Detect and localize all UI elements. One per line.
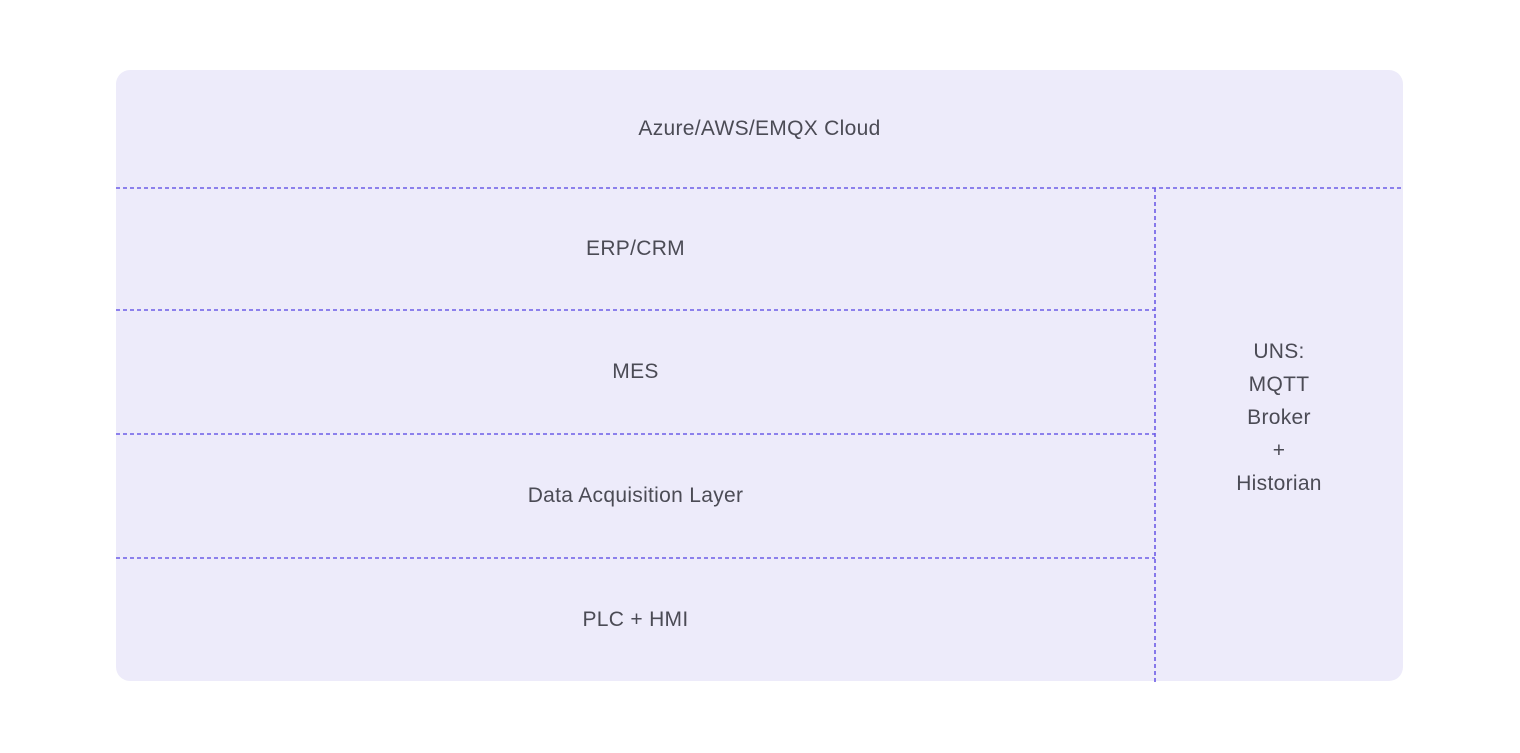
layer-mes-label: MES — [612, 360, 659, 383]
layer-plc-hmi: PLC + HMI — [116, 558, 1155, 681]
layer-data-acquisition: Data Acquisition Layer — [116, 434, 1155, 558]
layer-cloud-label: Azure/AWS/EMQX Cloud — [638, 117, 881, 140]
uns-line-title: UNS: — [1253, 340, 1305, 363]
layer-mes: MES — [116, 310, 1155, 434]
uns-line-historian: Historian — [1236, 472, 1322, 495]
uns-line-plus: + — [1272, 439, 1286, 462]
layer-erp-crm-label: ERP/CRM — [586, 237, 685, 260]
layer-plc-hmi-label: PLC + HMI — [582, 607, 689, 631]
uns-line-mqtt: MQTT — [1248, 373, 1310, 396]
layer-cloud: Azure/AWS/EMQX Cloud — [116, 70, 1403, 188]
uns-panel: UNS: MQTT Broker + Historian — [1155, 188, 1403, 681]
uns-panel-text: UNS: MQTT Broker + Historian — [1236, 335, 1322, 500]
layer-data-acquisition-label: Data Acquisition Layer — [527, 484, 744, 507]
layer-erp-crm: ERP/CRM — [116, 188, 1155, 310]
uns-line-broker: Broker — [1247, 406, 1311, 429]
architecture-panel: Azure/AWS/EMQX Cloud ERP/CRM MES Data Ac… — [116, 70, 1403, 684]
